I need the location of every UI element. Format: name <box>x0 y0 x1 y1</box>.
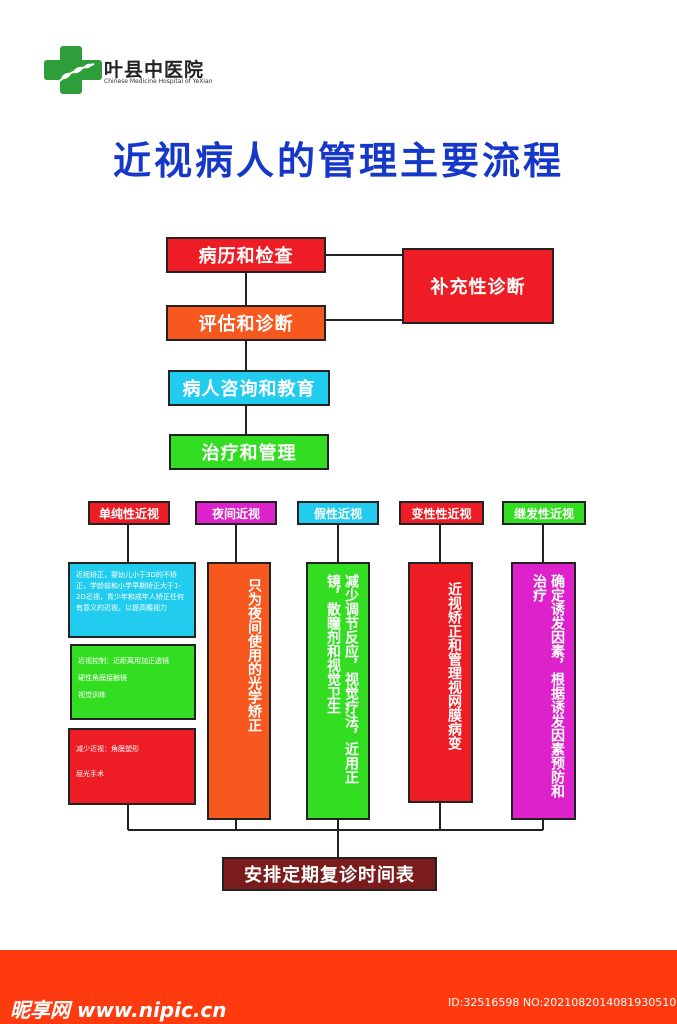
detail-pseudo-text: 减少调节反应，视觉疗法，近用正镜，散瞳剂和视觉卫生 <box>325 574 359 784</box>
detail-reduce-text2: 屈光手术 <box>76 770 104 778</box>
watermark-id: ID:32516598 NO:20210820140819305105 <box>448 996 677 1009</box>
detail-night-text: 只为夜间使用的光学矫正 <box>246 578 262 732</box>
detail-control-text: 近视控制：近距离用加正透镜 <box>78 657 169 665</box>
category-degenerative-myopia: 变性性近视 <box>399 501 484 525</box>
detail-night-box: 只为夜间使用的光学矫正 <box>207 562 271 820</box>
step-counsel-educate: 病人咨询和教育 <box>168 370 330 406</box>
category-simple-myopia: 单纯性近视 <box>88 501 170 525</box>
category-secondary-myopia: 继发性近视 <box>502 501 586 525</box>
final-follow-up-schedule: 安排定期复诊时间表 <box>222 857 437 891</box>
detail-correction-text: 近视矫正，婴幼儿小于3D的不矫正，学龄前和小学早期矫正大于1-2D近视，青少年和… <box>76 571 184 612</box>
category-pseudo-myopia: 假性近视 <box>297 501 379 525</box>
detail-reduce-box: 减少近视：角膜塑形 屈光手术 <box>68 728 196 805</box>
hospital-subtitle: Chinese Medicine Hospital of YeXian <box>104 78 213 85</box>
page-title: 近视病人的管理主要流程 <box>112 139 564 183</box>
step-treat-manage: 治疗和管理 <box>169 434 329 470</box>
detail-control-text2: 硬性角膜接触镜 <box>78 674 127 682</box>
detail-correction-box: 近视矫正，婴幼儿小于3D的不矫正，学龄前和小学早期矫正大于1-2D近视，青少年和… <box>68 562 196 638</box>
footer-band <box>0 950 677 1024</box>
detail-control-text3: 视觉训练 <box>78 691 106 699</box>
watermark-site: 昵享网 www.nipic.cn <box>10 998 227 1022</box>
detail-pseudo-box: 减少调节反应，视觉疗法，近用正镜，散瞳剂和视觉卫生 <box>306 562 370 820</box>
detail-control-box: 近视控制：近距离用加正透镜 硬性角膜接触镜 视觉训练 <box>70 644 196 720</box>
detail-secondary-box: 确定诱发因素，根据诱发因素预防和治疗 <box>511 562 576 820</box>
detail-degenerative-box: 近视矫正和管理视网膜病变 <box>408 562 473 803</box>
side-supplementary-diagnosis: 补充性诊断 <box>402 248 554 324</box>
detail-secondary-text: 确定诱发因素，根据诱发因素预防和治疗 <box>531 574 565 798</box>
hospital-name: 叶县中医院 <box>104 59 205 81</box>
step-assess-diagnose: 评估和诊断 <box>166 305 326 341</box>
step-history-exam: 病历和检查 <box>166 237 326 273</box>
detail-degenerative-text: 近视矫正和管理视网膜病变 <box>446 582 462 750</box>
category-night-myopia: 夜间近视 <box>195 501 277 525</box>
detail-reduce-text: 减少近视：角膜塑形 <box>76 745 139 753</box>
hospital-logo-icon <box>44 46 102 94</box>
